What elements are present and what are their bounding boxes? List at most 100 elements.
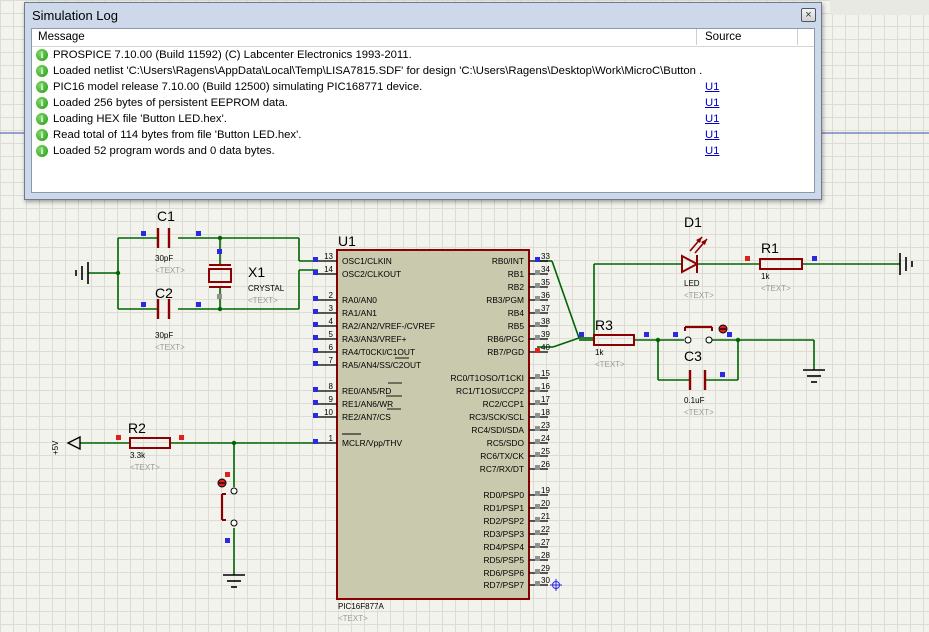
pin-number: 1 xyxy=(329,434,334,443)
log-message: Loaded 256 bytes of persistent EEPROM da… xyxy=(53,97,288,109)
pin-name: RA2/AN2/VREF-/CVREF xyxy=(342,321,435,331)
x1-ref: X1 xyxy=(248,264,265,280)
close-button[interactable]: × xyxy=(801,8,816,22)
log-source-link[interactable]: U1 xyxy=(705,113,720,125)
pin-number: 15 xyxy=(541,369,550,378)
u1-text-placeholder: <TEXT> xyxy=(338,614,368,623)
r1-value: 1k xyxy=(761,272,770,281)
capacitor-c2[interactable]: C2 30pF <TEXT> xyxy=(141,285,201,352)
log-message: Read total of 114 bytes from file 'Butto… xyxy=(53,129,302,141)
info-icon: i xyxy=(36,65,48,77)
pin-number: 10 xyxy=(324,408,333,417)
x1-value: CRYSTAL xyxy=(248,284,285,293)
capacitor-c3[interactable]: C3 0.1uF <TEXT> xyxy=(684,348,725,417)
r2-text-placeholder: <TEXT> xyxy=(130,463,160,472)
pin-name: RD4/PSP4 xyxy=(484,542,525,552)
led-pushbutton[interactable] xyxy=(673,324,732,344)
crystal-x1[interactable]: X1 CRYSTAL <TEXT> xyxy=(208,249,285,305)
column-header-message[interactable]: Message xyxy=(32,29,697,45)
log-source-link[interactable]: U1 xyxy=(705,97,720,109)
pin-name: RC2/CCP1 xyxy=(483,399,525,409)
pin-marker xyxy=(535,543,540,548)
power-label: +5V xyxy=(51,440,60,455)
pin-number: 16 xyxy=(541,382,550,391)
pin-marker xyxy=(535,335,540,340)
c2-text-placeholder: <TEXT> xyxy=(155,343,185,352)
pin-name: RC4/SDI/SDA xyxy=(471,425,524,435)
d1-text-placeholder: <TEXT> xyxy=(684,291,714,300)
pin-marker xyxy=(313,322,318,327)
pin-number: 30 xyxy=(541,576,550,585)
resistor-r3[interactable]: R3 1k <TEXT> xyxy=(579,317,649,369)
pin-name: RB7/PGD xyxy=(487,347,524,357)
pin-number: 26 xyxy=(541,460,550,469)
pin-name: RE1/AN6/WR xyxy=(342,399,393,409)
led-d1[interactable]: D1 LED <TEXT> xyxy=(681,214,714,300)
reset-pushbutton[interactable] xyxy=(217,472,238,543)
pin-number: 35 xyxy=(541,278,550,287)
log-message: Loaded netlist 'C:\Users\Ragens\AppData\… xyxy=(53,65,703,77)
pin-number: 6 xyxy=(329,343,334,352)
pin-marker xyxy=(535,530,540,535)
pin-number: 27 xyxy=(541,538,550,547)
pin-marker xyxy=(535,270,540,275)
column-header-source[interactable]: Source xyxy=(698,29,798,45)
info-icon: i xyxy=(36,113,48,125)
pin-name: RA0/AN0 xyxy=(342,295,377,305)
pin-number: 39 xyxy=(541,330,550,339)
log-row[interactable]: i Loaded 256 bytes of persistent EEPROM d… xyxy=(32,95,814,111)
log-source-link[interactable]: U1 xyxy=(705,145,720,157)
window-title: Simulation Log xyxy=(32,8,118,23)
pin-number: 21 xyxy=(541,512,550,521)
log-row[interactable]: i Loaded netlist 'C:\Users\Ragens\AppData… xyxy=(32,63,814,79)
resistor-r1[interactable]: R1 1k <TEXT> xyxy=(745,240,817,293)
r2-value: 3.3k xyxy=(130,451,146,460)
pin-marker xyxy=(535,413,540,418)
c1-ref: C1 xyxy=(157,208,175,224)
resistor-r2[interactable]: R2 3.3k <TEXT> xyxy=(116,420,184,472)
pin-name: RC6/TX/CK xyxy=(480,451,524,461)
junction-dots xyxy=(115,235,741,446)
pin-name: RC0/T1OSO/T1CKI xyxy=(450,373,524,383)
info-icon: i xyxy=(36,81,48,93)
r3-text-placeholder: <TEXT> xyxy=(595,360,625,369)
pin-name: RD3/PSP3 xyxy=(484,529,525,539)
pin-name: OSC1/CLKIN xyxy=(342,256,392,266)
pin-marker xyxy=(535,374,540,379)
pin-number: 8 xyxy=(329,382,334,391)
pin-number: 2 xyxy=(329,291,334,300)
pin-number: 22 xyxy=(541,525,550,534)
pin-marker xyxy=(535,348,540,353)
pin-name: RD0/PSP0 xyxy=(484,490,525,500)
pin-marker xyxy=(313,400,318,405)
pin-name: RD1/PSP1 xyxy=(484,503,525,513)
pin-number: 14 xyxy=(324,265,333,274)
pin-marker xyxy=(313,348,318,353)
pin-marker xyxy=(313,257,318,262)
info-icon: i xyxy=(36,97,48,109)
log-source-link[interactable]: U1 xyxy=(705,129,720,141)
pin-marker xyxy=(313,335,318,340)
log-source-link[interactable]: U1 xyxy=(705,81,720,93)
c3-text-placeholder: <TEXT> xyxy=(684,408,714,417)
pin-name: MCLR/Vpp/THV xyxy=(342,438,402,448)
power-terminal[interactable]: +5V xyxy=(51,435,81,455)
pin-name: RB5 xyxy=(508,321,525,331)
pin-marker xyxy=(535,296,540,301)
pin-name: RA5/AN4/SS/C2OUT xyxy=(342,360,421,370)
capacitor-c1[interactable]: C1 30pF <TEXT> xyxy=(141,208,201,275)
pin-marker xyxy=(313,309,318,314)
pin-name: RC3/SCK/SCL xyxy=(469,412,524,422)
c1-text-placeholder: <TEXT> xyxy=(155,266,185,275)
pin-name: RB1 xyxy=(508,269,525,279)
